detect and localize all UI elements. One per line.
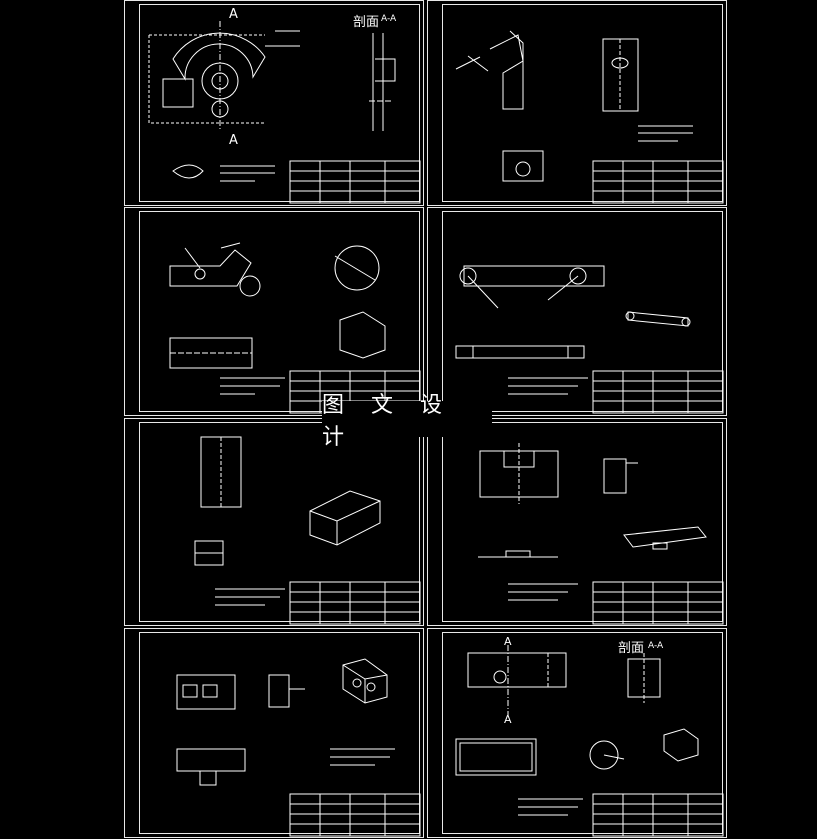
part-drawing: [455, 645, 724, 837]
drawing-sheet-6[interactable]: [427, 418, 727, 626]
sheet-frame: [139, 422, 420, 622]
drawing-sheet-3[interactable]: [124, 207, 424, 416]
view-title-suffix: A-A: [648, 641, 664, 651]
section-mark-top: A: [504, 635, 512, 648]
section-mark-bottom: A: [229, 133, 238, 148]
drawing-sheet-4[interactable]: [427, 207, 727, 416]
sheet-frame: [139, 4, 420, 202]
part-drawing: [455, 30, 724, 204]
sheet-frame: [442, 211, 723, 412]
watermark-label: 图 文 设 计: [322, 393, 492, 450]
view-title-suffix: A-A: [381, 14, 397, 24]
section-mark-top: A: [229, 7, 238, 22]
sheet-frame: [139, 211, 420, 412]
sheet-frame: [442, 422, 723, 622]
drawing-sheet-8[interactable]: A A 剖面 A-A: [427, 628, 727, 838]
sheet-frame: [139, 632, 420, 834]
part-drawing: [148, 21, 421, 204]
part-drawing: [455, 265, 724, 414]
drawing-sheet-5[interactable]: [124, 418, 424, 626]
view-title: 剖面: [353, 15, 380, 30]
part-drawing: [176, 658, 421, 837]
part-drawing: [194, 436, 421, 625]
drawing-sheet-1[interactable]: A A 剖面 A-A: [124, 0, 424, 206]
section-mark-bottom: A: [504, 713, 512, 726]
sheet-frame: [442, 4, 723, 202]
part-drawing: [169, 242, 421, 414]
drawing-sheet-7[interactable]: [124, 628, 424, 838]
drawing-sheet-2[interactable]: [427, 0, 727, 206]
part-drawing: [478, 443, 724, 625]
view-title: 剖面: [618, 641, 645, 656]
sheet-frame: [442, 632, 723, 834]
